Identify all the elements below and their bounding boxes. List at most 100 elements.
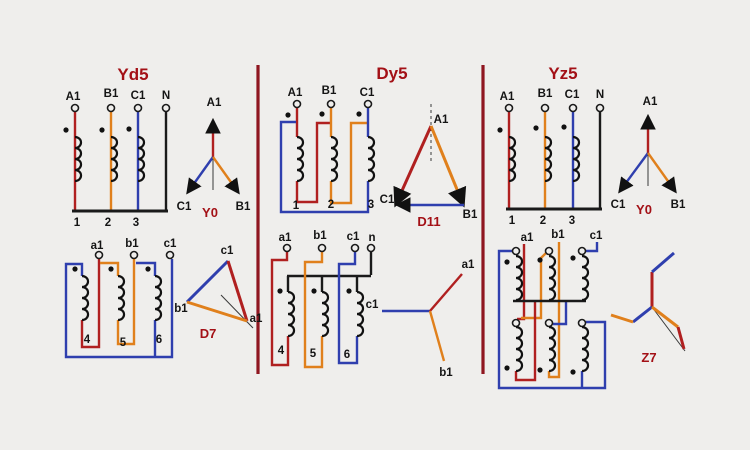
coil-number: 1 [74, 217, 81, 229]
coil-number: 2 [540, 215, 546, 227]
terminal-label: c1 [164, 238, 177, 250]
terminal-circle [544, 318, 554, 328]
coil-number: 3 [569, 215, 575, 227]
polarity-dot [99, 127, 105, 133]
wire-a1 [80, 259, 101, 349]
phasor-zag-b2 [676, 326, 686, 350]
phasor-label-c: C1 [611, 199, 626, 211]
yz5-primary-winding: A1 B1 C1 N 1 2 3 [497, 88, 605, 227]
phasor-edge-ba [186, 300, 248, 323]
phasor-edge-bc [185, 259, 230, 304]
terminal-label: C1 [360, 87, 375, 99]
phasor-label-a: A1 [434, 114, 449, 126]
phasor-zig-c1 [632, 305, 653, 324]
section-yd5: Yd5 A1 B1 C1 N 1 2 3 [63, 65, 263, 359]
polarity-dot [537, 257, 543, 263]
terminal-label: c1 [590, 230, 603, 242]
polarity-dot [145, 266, 151, 272]
terminal-label: C1 [565, 89, 580, 101]
coil-number: 4 [84, 334, 91, 346]
dy5-primary-phasor: A1 C1 B1 D11 [380, 104, 478, 229]
phasor-label-c: C1 [177, 201, 192, 213]
wire-a1 [270, 252, 290, 367]
yz5-secondary-phasor: Z7 [610, 251, 686, 365]
terminal-label: A1 [288, 87, 303, 99]
coil-number: 1 [293, 200, 300, 212]
dy5-secondary-phasor: c1 a1 b1 [366, 259, 475, 379]
section-yz5: Yz5 A1 B1 C1 N 1 2 3 [497, 64, 686, 390]
phasor-vector-a [429, 273, 463, 312]
wire-phase-b [329, 108, 367, 205]
phasor-vector-c [618, 152, 649, 194]
phasor-edge-ca [393, 125, 433, 208]
polarity-dot [108, 266, 114, 272]
phasor-label-a: a1 [250, 313, 263, 325]
phasor-label-b: b1 [439, 367, 453, 379]
phasor-vector-c [186, 156, 214, 195]
terminal-circle [165, 250, 175, 260]
yd5-secondary-phasor: c1 b1 a1 D7 [174, 245, 263, 341]
wire-c1 [586, 242, 599, 253]
dy5-primary-winding: A1 B1 C1 1 2 3 [279, 85, 376, 214]
polarity-dot [537, 367, 543, 373]
terminal-label: C1 [131, 90, 146, 102]
phasor-label-a: A1 [207, 97, 222, 109]
terminal-circle [317, 243, 327, 253]
coil-number: 2 [105, 217, 111, 229]
phasor-edge-ca [226, 260, 249, 322]
phasor-label-b: B1 [463, 209, 478, 221]
wire-phase-a [295, 108, 330, 204]
phasor-label-b: B1 [671, 199, 686, 211]
phasor-vector-b [428, 310, 446, 362]
terminal-label: b1 [125, 238, 139, 250]
terminal-label: b1 [313, 230, 327, 242]
coil-top-stubs [286, 276, 359, 292]
phasor-label-c: c1 [221, 245, 234, 257]
terminal-circle [363, 99, 373, 109]
terminal-label: A1 [66, 91, 81, 103]
dy5-secondary-winding: a1 b1 c1 n 4 5 6 [270, 230, 376, 369]
terminal-circle [511, 246, 521, 256]
polarity-dot [504, 259, 510, 265]
terminal-circle [133, 103, 143, 113]
terminal-circle [129, 250, 139, 260]
delta-outer-wire [64, 259, 174, 359]
terminal-circle [504, 103, 514, 113]
wire-coil2-to-coil4 [521, 252, 547, 320]
section-title: Yz5 [548, 64, 577, 83]
terminal-label: c1 [347, 231, 360, 243]
zigzag-outer-wire [497, 249, 607, 390]
terminal-circle [94, 250, 104, 260]
wire-c1 [337, 252, 359, 365]
coil-number: 1 [509, 215, 516, 227]
terminal-circle [540, 103, 550, 113]
phasor-zig-b1 [651, 305, 679, 329]
phasor-label-b: b1 [174, 303, 188, 315]
vector-group-label: D7 [200, 326, 217, 341]
polarity-dot [311, 288, 317, 294]
terminal-label: B1 [322, 85, 337, 97]
terminal-circle [568, 103, 578, 113]
terminal-circle [366, 243, 376, 253]
terminal-label: a1 [521, 232, 534, 244]
polarity-dot [126, 126, 132, 132]
reference-line [651, 306, 686, 352]
terminal-label: a1 [279, 232, 292, 244]
wire-b1 [116, 259, 136, 346]
polarity-dot [277, 288, 283, 294]
vector-group-label: D11 [417, 214, 440, 229]
phasor-label-a: A1 [643, 96, 658, 108]
terminal-label: N [596, 89, 604, 101]
terminal-circle [577, 318, 587, 328]
phasor-edge-ab [429, 125, 467, 208]
polarity-dot [570, 255, 576, 261]
yd5-secondary-winding: a1 b1 c1 4 5 6 [64, 238, 177, 359]
coil-number: 6 [344, 349, 350, 361]
terminal-circle [595, 103, 605, 113]
terminal-label: n [368, 232, 375, 244]
vector-group-label: Y0 [202, 205, 218, 220]
terminal-circle [326, 99, 336, 109]
